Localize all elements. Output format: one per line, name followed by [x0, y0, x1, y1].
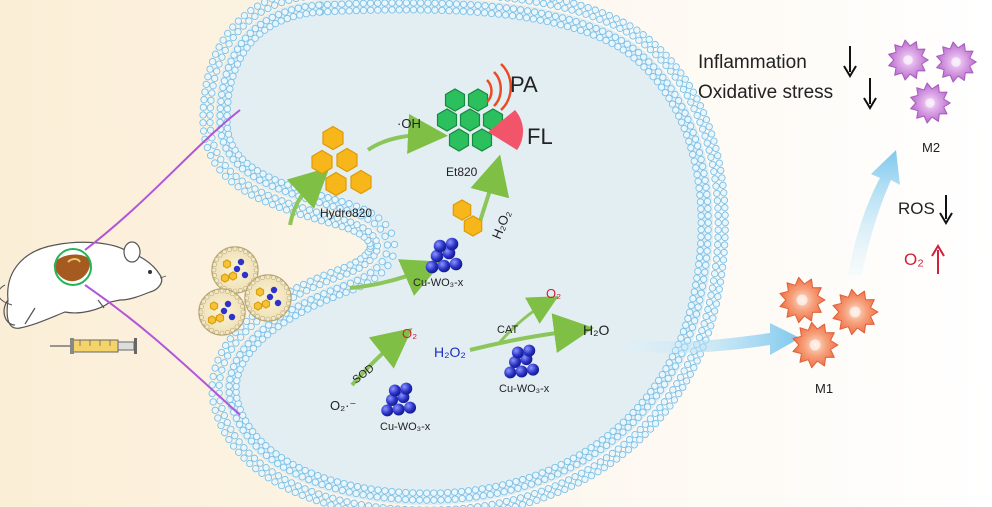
label-hydro820: Hydro820 — [320, 206, 372, 220]
up-arrow-icon — [931, 244, 945, 274]
label-m2: M2 — [922, 140, 940, 155]
m1-macrophages — [779, 276, 879, 369]
arrow-sod — [350, 328, 413, 387]
down-arrow-icon — [843, 46, 857, 78]
liver-icon — [53, 248, 92, 286]
label-m1: M1 — [815, 381, 833, 396]
label-o2-top: O₂ — [546, 286, 561, 301]
label-o2-right: O₂ — [904, 250, 924, 269]
label-inflammation: Inflammation — [698, 52, 807, 73]
cell-membrane — [199, 0, 729, 507]
pa-signal-icon — [486, 63, 512, 111]
nanoparticle-icon — [381, 382, 417, 417]
label-h2o: H₂O — [583, 322, 610, 338]
hydro820-molecule — [311, 125, 372, 197]
mouse-icon — [0, 241, 167, 329]
label-cat: CAT — [497, 324, 518, 336]
arrow-cat-o2 — [498, 296, 559, 343]
label-cu-wo3x-1: Cu-WO₃-x — [413, 277, 464, 289]
down-arrow-icon — [863, 78, 877, 110]
m2-macrophages — [888, 39, 977, 124]
arrow-hydro-up — [286, 167, 330, 226]
label-cu-wo3x-3: Cu-WO₃-x — [380, 421, 431, 433]
label-h2o2-mid: H₂O₂ — [434, 344, 466, 360]
arrow-cat — [469, 313, 594, 353]
hydro820-small-molecule — [452, 199, 483, 237]
label-superoxide: O₂·⁻ — [330, 398, 356, 413]
flow-arrow-to-m2 — [848, 150, 900, 275]
label-fl: FL — [527, 124, 553, 149]
green-arrows — [286, 113, 594, 387]
nanoparticle-icon — [425, 237, 463, 274]
flow-arrow-to-m1 — [622, 323, 800, 355]
label-ros: ROS — [898, 199, 935, 218]
label-pa: PA — [510, 72, 538, 97]
arrow-liposome-in — [349, 259, 443, 296]
syringe-icon — [50, 338, 137, 354]
label-oh: ·OH — [397, 116, 421, 131]
down-arrow-icon — [939, 195, 953, 225]
label-et820: Et820 — [446, 165, 478, 179]
zoom-line-top — [84, 109, 241, 251]
arrow-oh — [366, 113, 448, 154]
label-oxidative-stress: Oxidative stress — [698, 82, 833, 103]
liposome-group — [198, 246, 292, 336]
zoom-line-bottom — [84, 284, 241, 416]
label-cu-wo3x-2: Cu-WO₃-x — [499, 383, 550, 395]
fl-signal-icon — [488, 110, 524, 150]
label-o2-mid: O₂ — [402, 326, 417, 341]
cell-cytoplasm — [215, 0, 714, 506]
nanoparticle-icon — [504, 344, 540, 379]
